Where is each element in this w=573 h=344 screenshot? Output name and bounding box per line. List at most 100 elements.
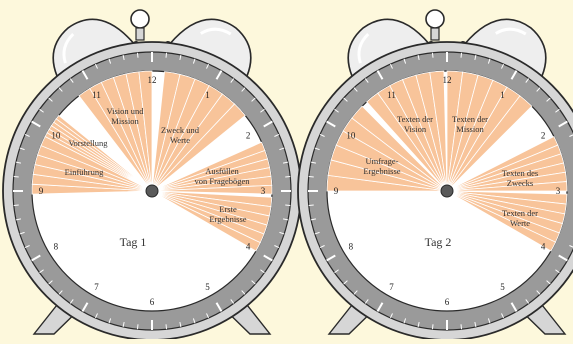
clock-tick	[39, 108, 44, 113]
hour-number-9: 9	[334, 186, 339, 196]
clock-tick	[241, 87, 246, 92]
clock-tick	[274, 245, 280, 248]
clock-tick	[487, 318, 491, 324]
clock-tick	[510, 302, 518, 312]
clock-tick	[376, 70, 384, 80]
segment-wedge	[151, 190, 261, 252]
clock-tick	[136, 324, 139, 330]
clock-tick	[431, 52, 434, 58]
clock-tick	[122, 54, 125, 61]
clock-tick	[31, 120, 41, 128]
hour-number-6: 6	[150, 297, 155, 307]
clock-handle-ring	[130, 9, 150, 29]
clock-tick	[15, 218, 22, 221]
clock-hub	[145, 184, 159, 198]
hour-number-7: 7	[94, 282, 99, 292]
clock-tick	[230, 78, 235, 83]
segment-label: Vorstellung	[68, 138, 108, 148]
clock-tick	[206, 63, 209, 69]
hour-number-11: 11	[92, 90, 101, 100]
hour-number-3: 3	[556, 186, 561, 196]
hour-number-8: 8	[349, 242, 354, 252]
hour-number-8: 8	[54, 242, 59, 252]
segment-wedge	[138, 70, 153, 192]
clock-tick	[308, 204, 314, 207]
clock-tick	[263, 120, 273, 128]
clock-tick	[285, 175, 291, 178]
clock-tick	[215, 70, 223, 80]
clock-tick	[48, 97, 53, 102]
clock-tick	[390, 313, 393, 319]
segment-wedge	[446, 190, 557, 252]
clock-tick	[95, 63, 98, 69]
clock-tick	[460, 52, 463, 58]
clock-tick	[192, 318, 196, 324]
clock-tick	[31, 254, 41, 262]
bell-highlight	[494, 27, 527, 36]
clock-tick	[326, 254, 336, 262]
clock-tick	[81, 70, 89, 80]
clock-tick	[19, 231, 25, 235]
hour-number-10: 10	[346, 131, 356, 141]
hour-number-5: 5	[205, 282, 210, 292]
bell-highlight	[199, 27, 232, 36]
clock-tick	[179, 321, 182, 328]
clock-tick	[525, 78, 530, 83]
clock-tick	[364, 78, 369, 83]
day-label: Tag 1	[120, 235, 147, 249]
segment-wedge	[151, 103, 246, 192]
clock-tick	[390, 63, 393, 69]
clock-tick	[13, 204, 19, 207]
clock-tick	[334, 269, 339, 274]
segment-wedge	[446, 95, 533, 192]
clock-tick	[179, 54, 182, 61]
clock-tick	[136, 52, 139, 58]
clock-tick	[326, 120, 336, 128]
clock-tick	[165, 324, 168, 330]
segment-label: Umfrage-Ergebnisse	[363, 156, 400, 176]
clock-tick	[555, 108, 560, 113]
clock-tick	[308, 175, 314, 178]
day-label: Tag 2	[425, 235, 452, 249]
clock-tick	[108, 318, 112, 324]
clock-tick	[343, 97, 348, 102]
clock-tick	[319, 134, 325, 137]
clock-tick	[353, 290, 358, 295]
hour-number-11: 11	[387, 90, 396, 100]
clock-day-2: 121234567891011Umfrage-ErgebnisseTexten …	[297, 9, 573, 341]
clock-tick	[314, 147, 320, 151]
clock-tick	[251, 97, 256, 102]
clock-tick	[501, 63, 504, 69]
clock-tick	[19, 147, 25, 151]
clock-tick	[279, 231, 285, 235]
clock-tick	[474, 321, 477, 328]
segment-wedge	[351, 105, 448, 192]
hour-number-10: 10	[51, 131, 61, 141]
hour-number-1: 1	[500, 90, 505, 100]
clock-tick	[279, 147, 285, 151]
clock-tick	[274, 134, 280, 137]
clock-tick	[251, 280, 256, 285]
clock-tick	[501, 313, 504, 319]
clock-tick	[546, 280, 551, 285]
clock-tick	[282, 161, 289, 164]
clock-tick	[310, 218, 317, 221]
clock-tick	[474, 54, 477, 61]
clock-tick	[569, 245, 573, 248]
clock-tick	[69, 299, 74, 304]
hour-number-2: 2	[246, 131, 251, 141]
clock-tick	[334, 108, 339, 113]
clock-tick	[353, 87, 358, 92]
clock-tick	[431, 324, 434, 330]
hour-number-12: 12	[148, 75, 157, 85]
clock-tick	[314, 231, 320, 235]
clock-tick	[546, 97, 551, 102]
segment-wedge	[429, 70, 448, 192]
clock-tick	[525, 299, 530, 304]
segment-label: Einführung	[65, 167, 104, 177]
